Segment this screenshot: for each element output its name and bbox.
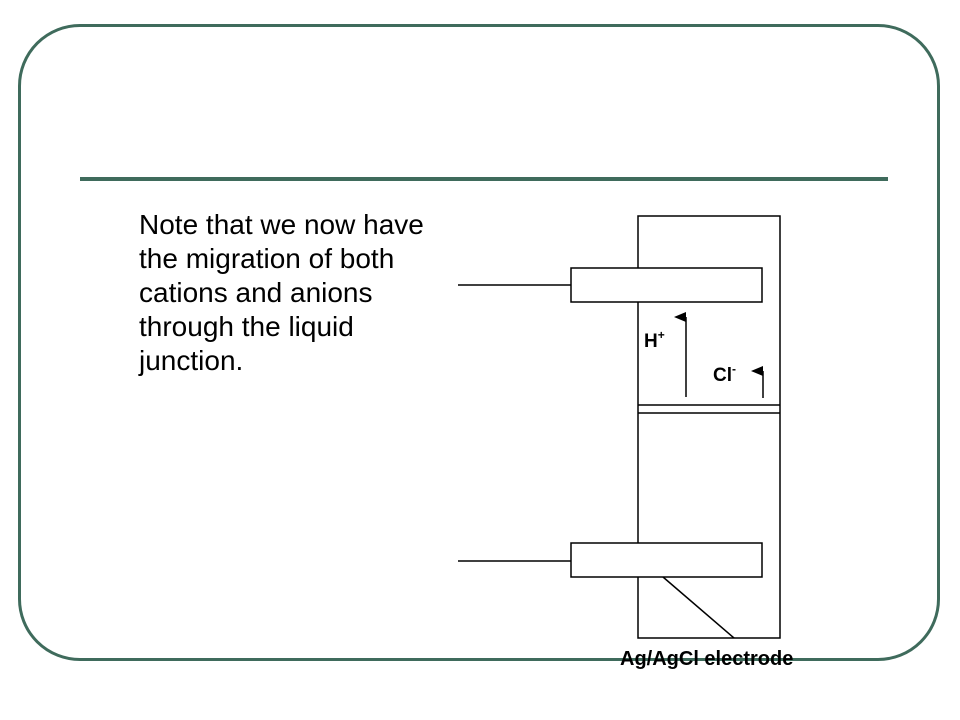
- electrode-label: Ag/AgCl electrode: [620, 648, 793, 670]
- slide-frame: [18, 24, 940, 661]
- cell-container: [637, 215, 781, 639]
- lower-electrode: [570, 542, 763, 578]
- upper-electrode: [570, 267, 763, 303]
- slide-body-text: Note that we now have the migration of b…: [139, 209, 424, 376]
- anion-label: Cl-: [713, 362, 736, 386]
- title-divider: [80, 177, 888, 181]
- cation-label: H+: [644, 328, 665, 352]
- electrode-pointer-line: [662, 576, 735, 639]
